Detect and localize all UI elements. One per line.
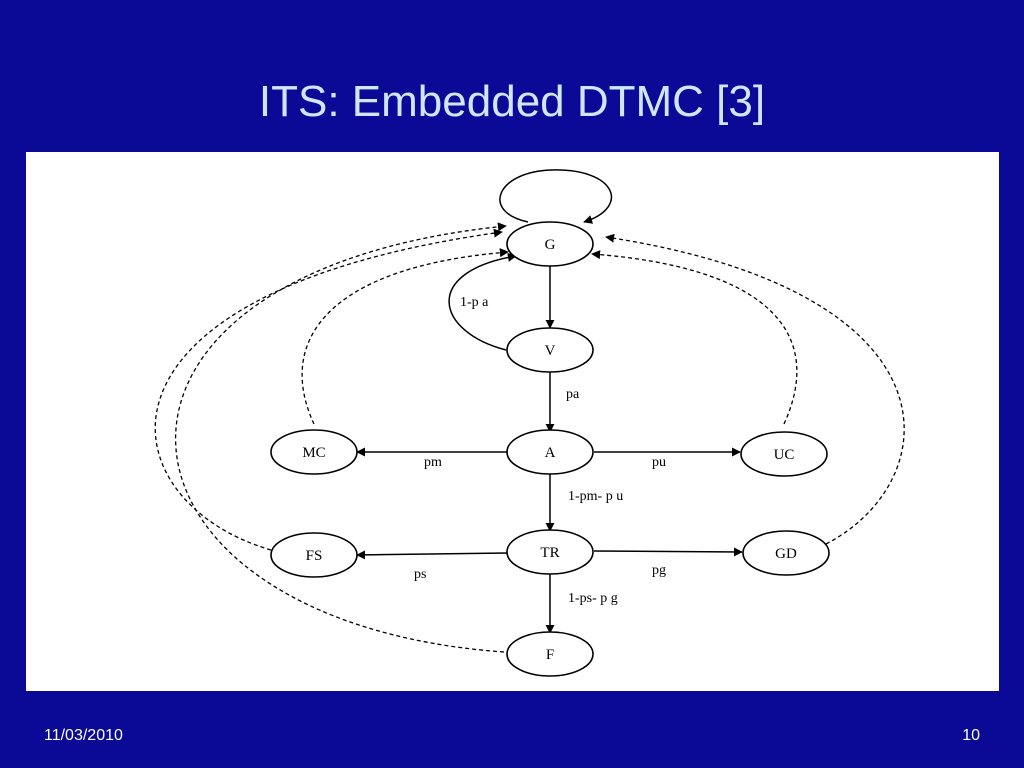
label-a-to-mc: pm bbox=[424, 455, 442, 470]
dtmc-diagram: G V A MC UC FS TR GD bbox=[26, 152, 999, 691]
node-mc: MC bbox=[270, 429, 358, 475]
edge-mc-to-g bbox=[301, 248, 509, 425]
dtmc-diagram-svg: G V A MC UC FS TR GD bbox=[154, 169, 905, 677]
node-v: V bbox=[506, 327, 594, 373]
node-mc-label: MC bbox=[302, 445, 325, 461]
node-f: F bbox=[506, 631, 594, 677]
node-gd-label: GD bbox=[775, 546, 797, 562]
node-fs: FS bbox=[270, 532, 358, 578]
node-tr-label: TR bbox=[540, 545, 559, 561]
edge-tr-to-gd bbox=[593, 547, 743, 557]
node-a: A bbox=[506, 429, 594, 475]
label-v-to-g: 1-p a bbox=[460, 295, 489, 310]
label-tr-to-fs: ps bbox=[414, 567, 426, 582]
edge-f-to-g bbox=[175, 222, 507, 653]
node-v-label: V bbox=[545, 343, 556, 359]
edge-tr-to-fs bbox=[356, 550, 509, 560]
label-a-to-tr: 1-pm- p u bbox=[568, 489, 623, 504]
edge-fs-to-g bbox=[154, 228, 503, 551]
slide-title: ITS: Embedded DTMC [3] bbox=[258, 77, 766, 126]
node-g: G bbox=[506, 221, 594, 267]
footer-date: 11/03/2010 bbox=[44, 727, 123, 744]
label-v-to-a: pa bbox=[566, 387, 580, 402]
node-f-label: F bbox=[546, 647, 554, 663]
edge-v-to-g bbox=[448, 252, 517, 351]
node-uc-label: UC bbox=[774, 447, 795, 463]
label-tr-to-f: 1-ps- p g bbox=[568, 591, 618, 606]
node-uc: UC bbox=[740, 431, 828, 477]
label-a-to-uc: pu bbox=[652, 455, 666, 470]
node-tr: TR bbox=[506, 529, 594, 575]
footer-page-number: 10 bbox=[962, 727, 980, 744]
node-fs-label: FS bbox=[306, 548, 323, 564]
edge-g-self-loop bbox=[499, 169, 613, 224]
node-gd: GD bbox=[742, 530, 830, 576]
node-a-label: A bbox=[545, 445, 556, 461]
node-g-label: G bbox=[545, 237, 556, 253]
edge-uc-to-g bbox=[591, 250, 798, 425]
edge-gd-to-g bbox=[605, 233, 905, 545]
label-tr-to-gd: pg bbox=[652, 563, 666, 578]
